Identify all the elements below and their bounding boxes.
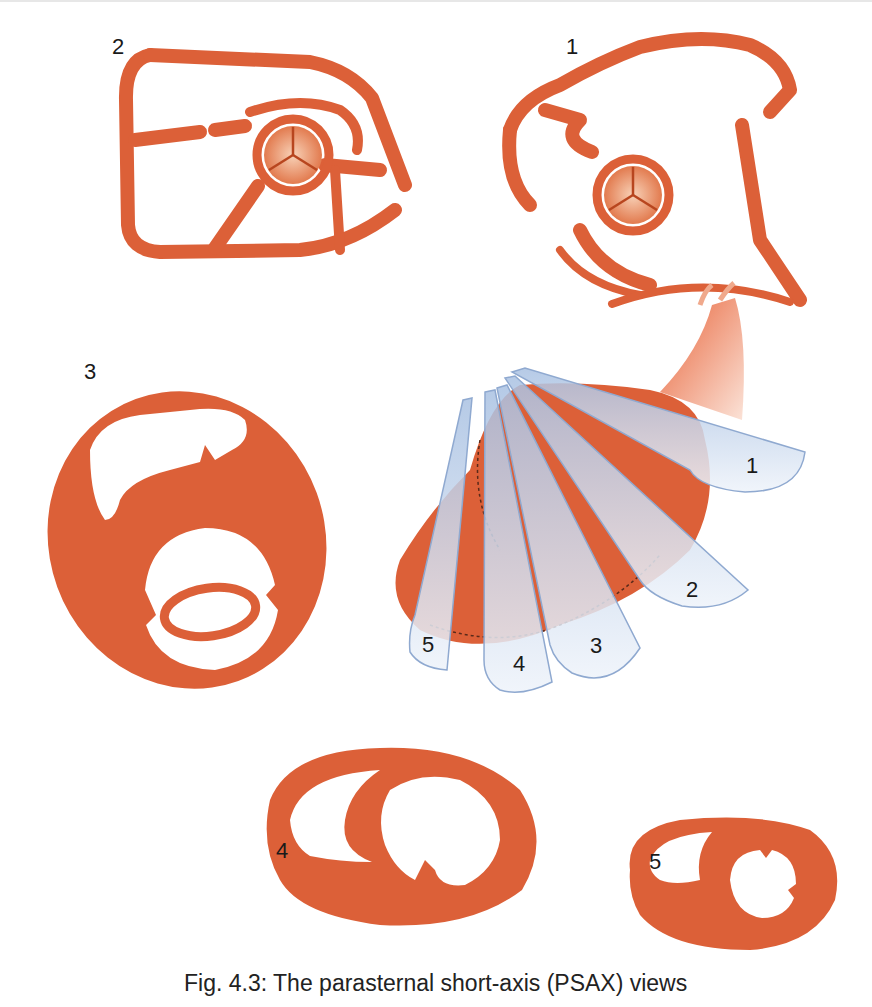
callout-number: 5 (422, 633, 434, 657)
view-2-figure (126, 55, 405, 252)
view-4-figure (267, 748, 537, 926)
figure-caption: Fig. 4.3: The parasternal short-axis (PS… (184, 970, 687, 998)
top-rule (0, 1, 872, 2)
aortic-ring (257, 119, 329, 191)
callout-number: 3 (590, 634, 602, 658)
callout-number: 3 (84, 360, 96, 384)
callout-number: 1 (566, 35, 578, 59)
aortic-valve (604, 166, 662, 224)
valve-cusps (269, 127, 317, 170)
callout-number: 2 (686, 578, 698, 602)
view-1-figure (509, 39, 800, 304)
callout-number: 4 (276, 839, 288, 863)
aortic-valve (264, 126, 322, 184)
aortic-ring (597, 159, 669, 231)
callout-number: 2 (112, 35, 124, 59)
callout-number: 1 (746, 454, 758, 478)
view-5-figure (630, 818, 838, 950)
view-3-figure (6, 352, 368, 728)
valve-cusps (609, 167, 657, 210)
section-planes (410, 368, 805, 692)
callout-number: 5 (649, 850, 661, 874)
callout-number: 4 (513, 652, 525, 676)
